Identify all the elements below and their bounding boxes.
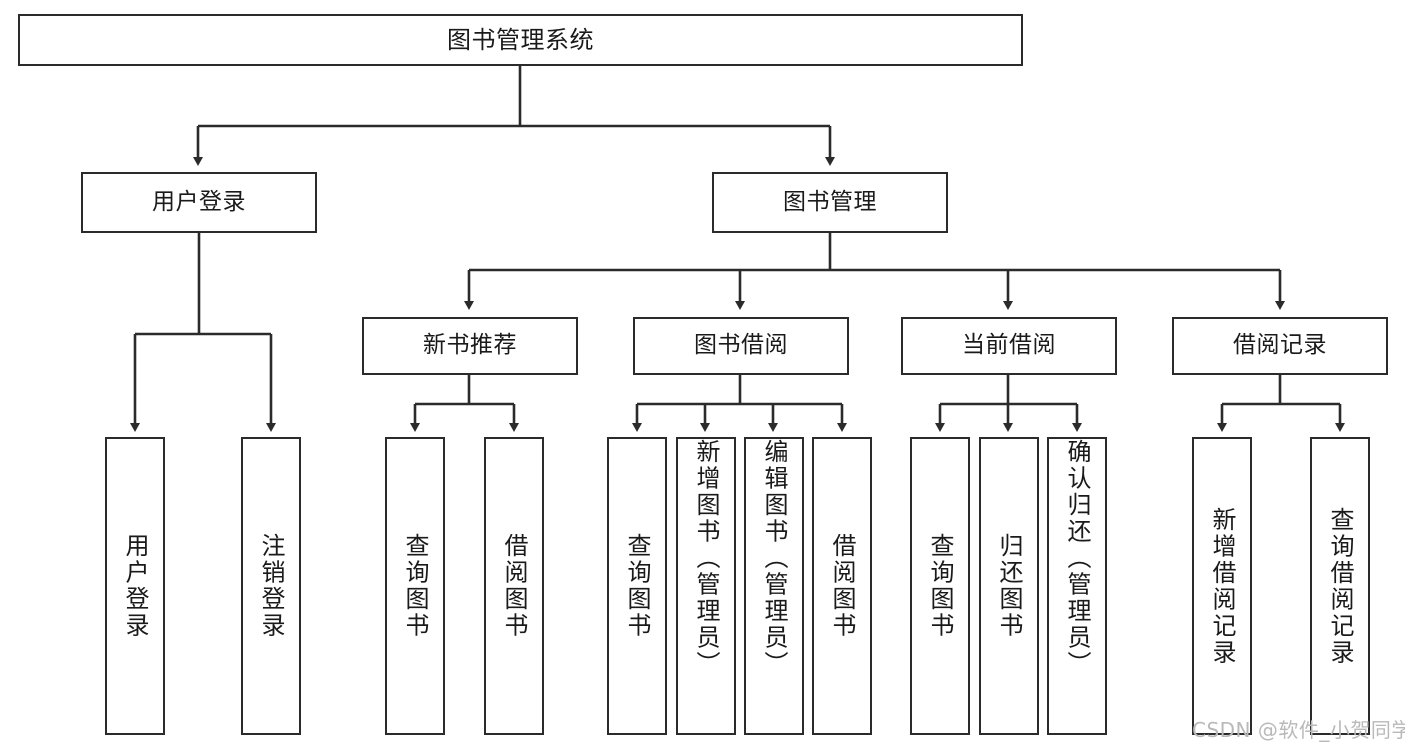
node-user-login-label: 用户登录 (152, 188, 246, 215)
node-leaf-confirm-return[interactable]: 确认归还（管理员） (1047, 437, 1107, 735)
node-leaf-edit-book-label: 编辑图书（管理员） (760, 439, 788, 678)
watermark: CSDN @软件_小贺同学 (1192, 718, 1405, 742)
node-leaf-query-book-3-label: 查询图书 (926, 533, 954, 639)
node-leaf-add-record[interactable]: 新增借阅记录 (1192, 437, 1252, 735)
node-leaf-borrow-book-1-label: 借阅图书 (500, 533, 528, 639)
node-leaf-user-login-label: 用户登录 (121, 533, 149, 639)
node-leaf-borrow-book-2-label: 借阅图书 (828, 533, 856, 639)
node-new-book-recommend-label: 新书推荐 (423, 332, 517, 359)
node-root-label: 图书管理系统 (447, 25, 594, 54)
node-leaf-return-book-label: 归还图书 (995, 533, 1023, 639)
node-leaf-borrow-book-2[interactable]: 借阅图书 (812, 437, 872, 735)
node-leaf-query-book-2-label: 查询图书 (623, 533, 651, 639)
node-leaf-add-book[interactable]: 新增图书（管理员） (676, 437, 736, 735)
node-root[interactable]: 图书管理系统 (18, 14, 1023, 66)
node-new-book-recommend[interactable]: 新书推荐 (362, 317, 578, 375)
node-leaf-user-login[interactable]: 用户登录 (105, 437, 165, 735)
node-current-borrow-label: 当前借阅 (962, 332, 1056, 359)
node-leaf-query-book-3[interactable]: 查询图书 (910, 437, 970, 735)
node-leaf-logout-label: 注销登录 (257, 533, 285, 639)
node-current-borrow[interactable]: 当前借阅 (901, 317, 1117, 375)
node-leaf-return-book[interactable]: 归还图书 (979, 437, 1039, 735)
node-leaf-logout[interactable]: 注销登录 (241, 437, 301, 735)
node-leaf-query-book-1-label: 查询图书 (401, 533, 429, 639)
node-book-borrow-label: 图书借阅 (694, 332, 788, 359)
node-book-borrow[interactable]: 图书借阅 (633, 317, 849, 375)
node-leaf-query-book-1[interactable]: 查询图书 (385, 437, 445, 735)
node-leaf-query-book-2[interactable]: 查询图书 (607, 437, 667, 735)
node-leaf-add-record-label: 新增借阅记录 (1208, 506, 1236, 666)
node-leaf-borrow-book-1[interactable]: 借阅图书 (484, 437, 544, 735)
node-borrow-record[interactable]: 借阅记录 (1172, 317, 1388, 375)
node-leaf-edit-book[interactable]: 编辑图书（管理员） (744, 437, 804, 735)
node-book-management-label: 图书管理 (783, 188, 877, 215)
node-book-management[interactable]: 图书管理 (712, 172, 948, 233)
node-user-login[interactable]: 用户登录 (81, 172, 317, 233)
node-leaf-add-book-label: 新增图书（管理员） (692, 439, 720, 678)
node-leaf-confirm-return-label: 确认归还（管理员） (1063, 439, 1091, 678)
node-leaf-query-record-label: 查询借阅记录 (1326, 506, 1354, 666)
node-borrow-record-label: 借阅记录 (1233, 332, 1327, 359)
node-leaf-query-record[interactable]: 查询借阅记录 (1310, 437, 1370, 735)
